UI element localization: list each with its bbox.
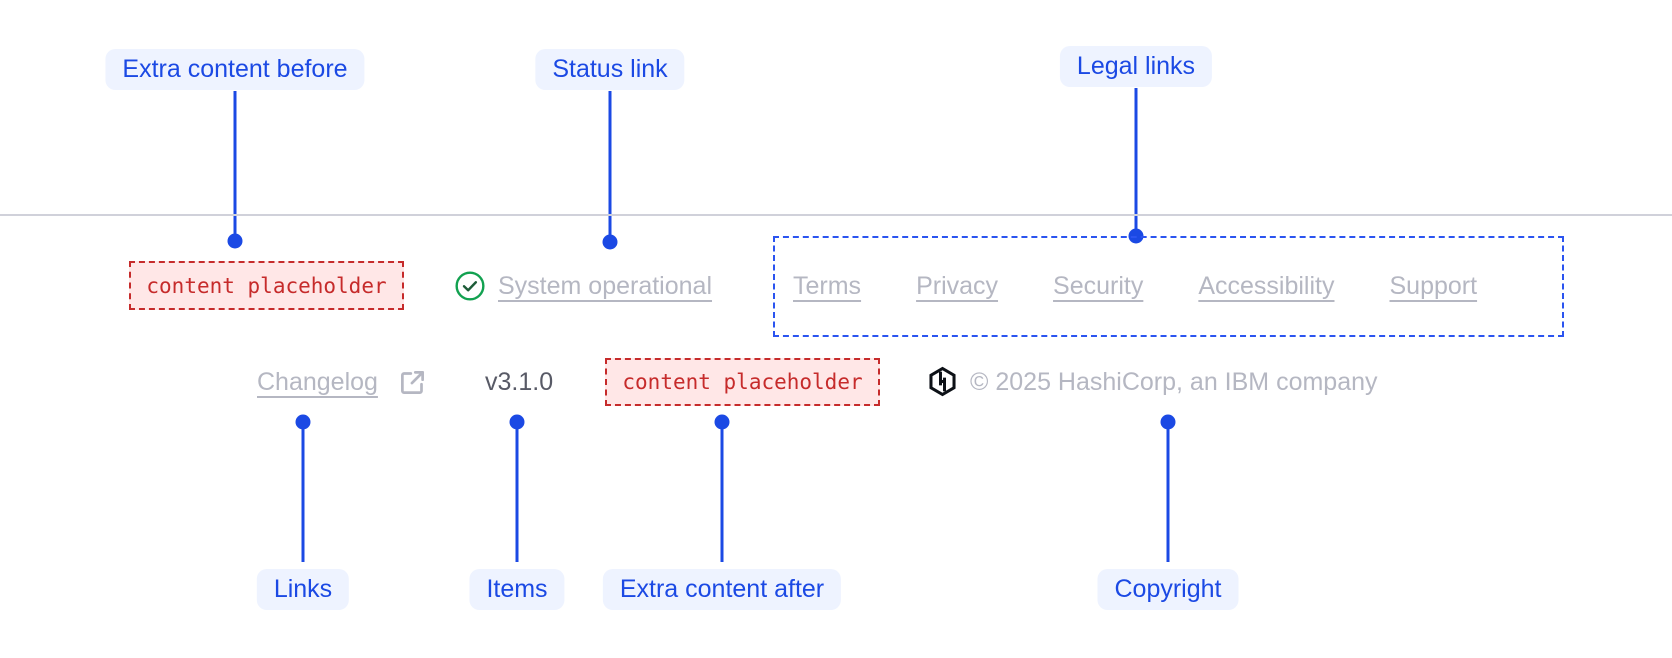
- legal-links-list: Terms Privacy Security Accessibility Sup…: [793, 271, 1477, 301]
- connector-dot: [227, 233, 243, 249]
- connector-line: [301, 429, 305, 562]
- legal-link-security[interactable]: Security: [1053, 272, 1144, 300]
- status-link[interactable]: System operational: [498, 272, 713, 300]
- footer-link-changelog[interactable]: Changelog: [257, 368, 378, 396]
- placeholder-label: content placeholder: [622, 370, 863, 394]
- check-circle-icon: [454, 270, 486, 307]
- connector-dot: [295, 414, 311, 430]
- connector-line: [720, 429, 724, 562]
- extra-content-before-placeholder: content placeholder: [129, 261, 404, 310]
- connector-line: [1134, 88, 1138, 229]
- legal-link-support[interactable]: Support: [1389, 272, 1478, 300]
- connector-line: [515, 429, 519, 562]
- callout-status-link: Status link: [535, 49, 685, 90]
- extra-content-after-placeholder: content placeholder: [605, 358, 880, 406]
- copyright-text: © 2025 HashiCorp, an IBM company: [970, 368, 1378, 396]
- connector-dot: [714, 414, 730, 430]
- callout-extra-content-after: Extra content after: [602, 569, 842, 610]
- legal-link-accessibility[interactable]: Accessibility: [1198, 272, 1335, 300]
- callout-extra-content-before: Extra content before: [105, 49, 365, 90]
- connector-line: [608, 91, 612, 235]
- legal-links-region: [773, 236, 1564, 337]
- callout-legal-links: Legal links: [1059, 46, 1213, 87]
- connector-line: [233, 91, 237, 234]
- connector-dot: [602, 234, 618, 250]
- callout-items: Items: [469, 569, 565, 610]
- connector-dot: [1160, 414, 1176, 430]
- callout-copyright: Copyright: [1097, 569, 1239, 610]
- callout-links: Links: [256, 569, 350, 610]
- legal-link-terms[interactable]: Terms: [793, 272, 862, 300]
- connector-dot: [509, 414, 525, 430]
- connector-line: [1166, 429, 1170, 562]
- external-link-icon[interactable]: [399, 369, 426, 401]
- version-text: v3.1.0: [485, 368, 554, 396]
- legal-link-privacy[interactable]: Privacy: [916, 272, 999, 300]
- placeholder-label: content placeholder: [146, 273, 387, 298]
- hashicorp-logo-icon: [927, 366, 958, 402]
- footer-top-divider: [0, 214, 1672, 216]
